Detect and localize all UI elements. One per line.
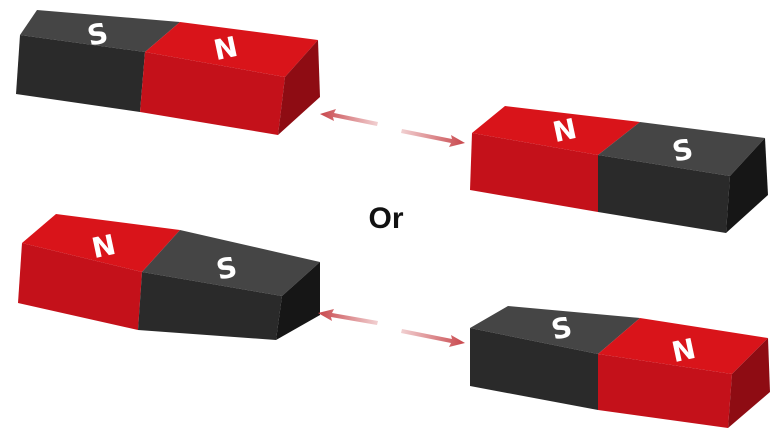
magnet-top-left: S N bbox=[16, 10, 320, 135]
bidirectional-arrow-icon bbox=[318, 309, 465, 347]
pole-top-face bbox=[470, 306, 640, 354]
magnet-top-right: N S bbox=[470, 106, 768, 233]
magnet-bottom-left: N S bbox=[18, 214, 320, 340]
pole-north: N bbox=[18, 214, 180, 330]
pole-front-face bbox=[18, 243, 142, 330]
pole-side-face bbox=[276, 262, 320, 340]
pole-front-face bbox=[598, 155, 730, 233]
pole-top-face bbox=[142, 230, 320, 296]
pole-top-face bbox=[22, 214, 180, 272]
pole-north: N bbox=[470, 106, 640, 212]
separator-or-label: Or bbox=[368, 202, 404, 235]
pole-front-face bbox=[598, 354, 732, 428]
pole-side-face bbox=[726, 138, 768, 233]
pole-front-face bbox=[470, 328, 598, 410]
pole-front-face bbox=[16, 35, 145, 112]
pole-front-face bbox=[140, 52, 285, 135]
magnet-bottom-right: S N bbox=[470, 306, 770, 428]
pole-south: S bbox=[470, 306, 640, 410]
pole-top-face bbox=[20, 10, 180, 52]
pole-north: N bbox=[140, 22, 320, 135]
magnet-pair-1: S N N bbox=[16, 10, 768, 233]
pole-side-face bbox=[278, 40, 320, 135]
pole-top-face bbox=[598, 318, 768, 374]
bidirectional-arrow-icon bbox=[320, 109, 465, 147]
pole-front-face bbox=[470, 133, 598, 212]
pole-top-face bbox=[598, 122, 765, 176]
magnet-pair-2: N S S bbox=[18, 214, 770, 428]
pole-top-face bbox=[472, 106, 640, 155]
pole-front-face bbox=[138, 272, 282, 340]
pole-side-face bbox=[728, 338, 770, 428]
pole-south: S bbox=[138, 230, 320, 340]
pole-north: N bbox=[598, 318, 770, 428]
pole-south: S bbox=[598, 122, 768, 233]
pole-south: S bbox=[16, 10, 180, 112]
pole-top-face bbox=[145, 22, 318, 77]
